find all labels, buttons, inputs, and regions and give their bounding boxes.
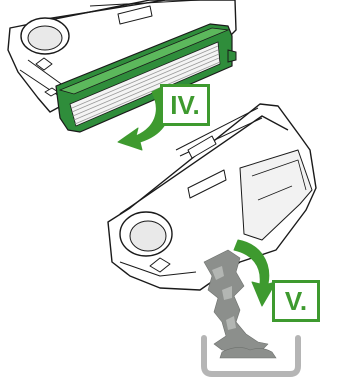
step-label-iv: IV. [160, 84, 210, 126]
step-label-v: V. [272, 280, 320, 322]
waste-tray [201, 335, 301, 377]
dustbin-bottom [107, 103, 317, 291]
falling-dust [203, 249, 269, 353]
hepa-filter [55, 23, 237, 133]
